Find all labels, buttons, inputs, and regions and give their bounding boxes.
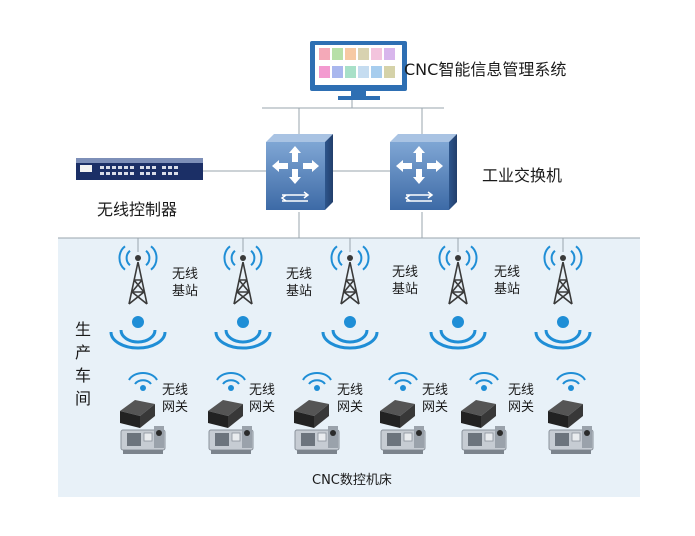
base-station-label: 无线基站: [286, 267, 313, 299]
switch-label: 工业交换机: [482, 166, 563, 185]
gateway-device-icon: [120, 400, 155, 428]
production-floor-label: 生产车间: [74, 320, 91, 408]
gateway-label: 无线网关: [508, 383, 535, 415]
wifi-signal-icon: [214, 316, 272, 350]
wifi-signal-icon: [109, 316, 167, 350]
wifi-signal-icon: [556, 371, 586, 391]
gateway-label: 无线网关: [162, 383, 189, 415]
network-switch-icon: [390, 134, 457, 210]
cnc-machine-icon: [120, 426, 166, 454]
gateway-label: 无线网关: [422, 383, 449, 415]
controller-label: 无线控制器: [97, 200, 178, 219]
cnc-machine-icon: [294, 426, 340, 454]
antenna-tower-icon: [118, 245, 158, 305]
antenna-tower-icon: [543, 245, 583, 305]
network-switch-icon: [266, 134, 333, 210]
cnc-machine-icon: [461, 426, 507, 454]
antenna-tower-icon: [330, 245, 370, 305]
antenna-tower-icon: [223, 245, 263, 305]
wifi-signal-icon: [216, 371, 246, 391]
base-station-label: 无线基站: [494, 265, 521, 297]
wifi-signal-icon: [534, 316, 592, 350]
gateway-label: 无线网关: [337, 383, 364, 415]
system-title: CNC智能信息管理系统: [404, 60, 567, 79]
connection-lines: [58, 98, 640, 252]
monitor-icon: [310, 41, 407, 100]
wifi-signal-icon: [302, 371, 332, 391]
production-floor-area: [58, 238, 640, 497]
antenna-tower-icon: [438, 245, 478, 305]
cnc-machine-label: CNC数控机床: [312, 473, 392, 488]
wifi-signal-icon: [429, 316, 487, 350]
wireless-controller-icon: [76, 158, 203, 180]
gateway-device-icon: [461, 400, 496, 428]
wifi-signal-icon: [388, 371, 418, 391]
base-station-label: 无线基站: [172, 267, 199, 299]
wifi-signal-icon: [128, 371, 158, 391]
wifi-signal-icon: [469, 371, 499, 391]
gateway-label: 无线网关: [249, 383, 276, 415]
cnc-machine-icon: [548, 426, 594, 454]
gateway-device-icon: [380, 400, 415, 428]
gateway-device-icon: [548, 400, 583, 428]
wifi-signal-icon: [321, 316, 379, 350]
gateway-device-icon: [294, 400, 329, 428]
base-station-label: 无线基站: [392, 265, 419, 297]
cnc-machine-icon: [380, 426, 426, 454]
gateway-device-icon: [208, 400, 243, 428]
cnc-machine-icon: [208, 426, 254, 454]
